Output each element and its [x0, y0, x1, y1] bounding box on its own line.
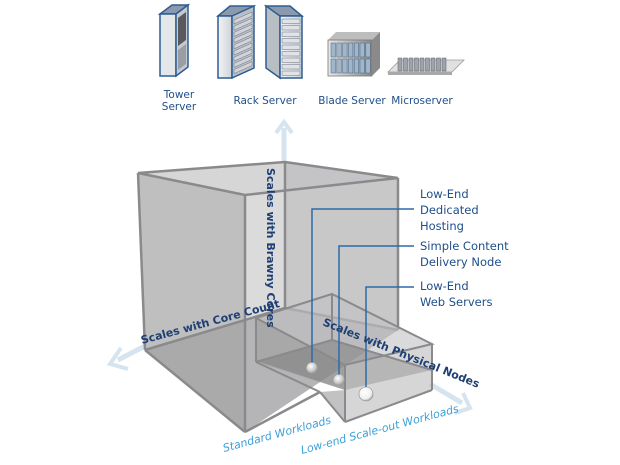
server-label-tower-line1: Tower [163, 89, 195, 101]
rack-slot [233, 30, 253, 43]
blade-slot [348, 58, 354, 74]
callout-content-delivery [333, 245, 414, 386]
workload-point-content-delivery [333, 374, 345, 386]
rack-slot [281, 44, 301, 50]
rack-slot [233, 55, 253, 68]
callout-label-dedicated-line1: Low-End [420, 187, 469, 201]
rack-slot [281, 70, 301, 76]
blade-slot [359, 58, 365, 74]
axis-label-brawny-cores: Scales with Brawny Cores [264, 168, 277, 328]
server-label-tower-line2: Server [162, 101, 197, 113]
blade-slot [330, 58, 336, 74]
rack-slot [281, 31, 301, 37]
callout-label-dedicated-line2: Dedicated [420, 203, 479, 217]
blade-slot [330, 42, 336, 58]
server-label-rack: Rack Server [233, 95, 297, 107]
rack-slot [281, 38, 301, 44]
blade-server-icon [327, 32, 380, 77]
blade-slot [342, 58, 348, 74]
rack-slot [233, 48, 253, 62]
tower-server-icon [157, 3, 191, 78]
callout-label-web-line1: Low-End [420, 279, 469, 293]
rack-slot [233, 24, 253, 37]
rack-slot [233, 42, 253, 56]
rack-slot [281, 51, 301, 57]
callout-dedicated-hosting [306, 208, 414, 374]
microserver-node [419, 57, 425, 72]
microserver-node [425, 57, 430, 72]
vertical-axis-arrow [274, 118, 294, 162]
blade-slot [359, 42, 365, 58]
rack-slot [281, 25, 301, 31]
callout-label-content-line2: Delivery Node [420, 255, 501, 269]
callout-label-content-line1: Simple Content [420, 239, 509, 253]
microserver-icon [387, 57, 465, 75]
microserver-node [414, 57, 419, 72]
microserver-node [441, 57, 447, 72]
server-label-blade: Blade Server [318, 95, 386, 107]
blade-slot [342, 42, 348, 58]
rack-server-icon [215, 4, 305, 80]
callout-label-dedicated-line3: Hosting [420, 219, 464, 233]
right-axis-arrow [428, 381, 473, 415]
blade-slot [348, 42, 354, 58]
microserver-node [403, 57, 408, 72]
workload-point-web-servers [358, 386, 374, 402]
blade-slot [353, 42, 359, 58]
blade-slot [353, 58, 359, 74]
blade-slot [336, 42, 342, 58]
rack-slot [281, 64, 301, 70]
microserver-node [430, 57, 436, 72]
workload-label-scale-out: Low-end Scale-out Workloads [299, 402, 460, 457]
blade-slot [365, 58, 371, 74]
server-label-micro: Microserver [391, 95, 453, 107]
rack-slot [233, 36, 253, 50]
callout-web-servers [358, 286, 414, 402]
rack-slot [233, 11, 253, 25]
workload-point-dedicated-hosting [306, 362, 318, 374]
scale-out-workload-box [255, 292, 435, 423]
rack-slot [281, 57, 301, 63]
blade-slot [336, 58, 342, 74]
blade-slot [365, 42, 371, 58]
microserver-node [408, 57, 414, 72]
callout-label-web-line2: Web Servers [420, 295, 492, 309]
microserver-node [436, 57, 441, 72]
rack-slot [233, 61, 253, 74]
rack-slot [233, 17, 253, 31]
left-axis-arrow [106, 343, 147, 371]
microserver-node [397, 57, 403, 72]
rack-slot [281, 18, 301, 24]
